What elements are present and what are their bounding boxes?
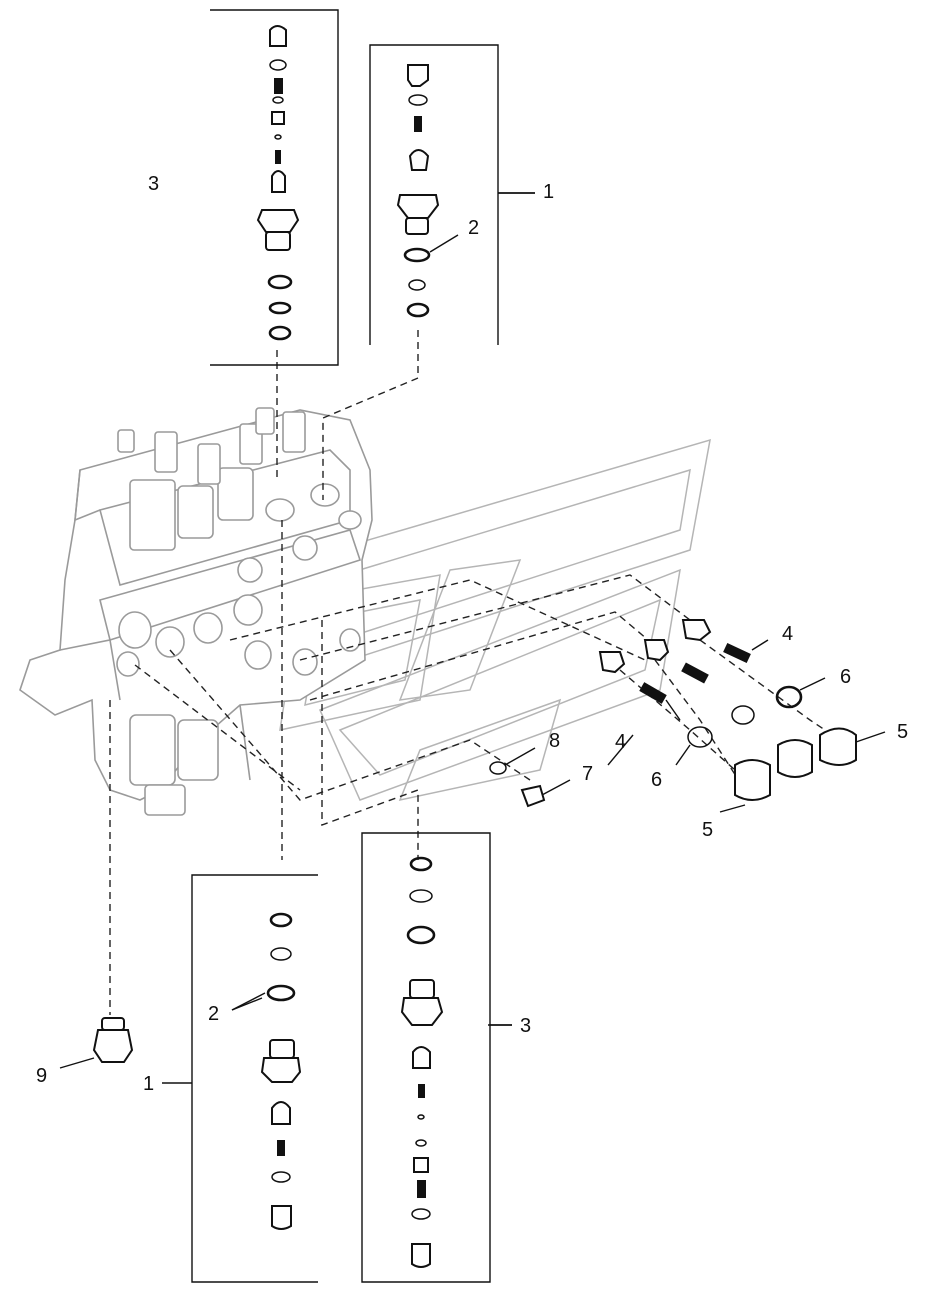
callout-3-bottom: 3 xyxy=(520,1015,531,1037)
callout-8: 8 xyxy=(549,730,560,752)
cartridge-stack-bottom-left xyxy=(162,874,318,1283)
callout-6-right: 6 xyxy=(840,666,851,688)
callout-labels: 1 2 3 4 4 5 5 6 6 7 8 3 2 1 9 xyxy=(36,173,908,1095)
plug-assemblies xyxy=(598,619,886,813)
callout-5-right: 5 xyxy=(897,721,908,743)
leader-lines xyxy=(231,192,634,1026)
cartridge-stack-top-left xyxy=(210,9,339,366)
callout-5-lower: 5 xyxy=(702,819,713,841)
callout-3-top: 3 xyxy=(148,173,159,195)
callout-6-lower: 6 xyxy=(651,769,662,791)
callout-4-lower: 4 xyxy=(615,731,626,753)
callout-9: 9 xyxy=(36,1065,47,1087)
callout-2-bottom: 2 xyxy=(208,1003,219,1025)
callout-4-upper: 4 xyxy=(782,623,793,645)
callout-1-bottom: 1 xyxy=(143,1073,154,1095)
callout-7: 7 xyxy=(582,763,593,785)
cartridge-stack-top-right xyxy=(369,44,535,345)
relief-plug-9 xyxy=(59,1017,134,1069)
small-plug-parts xyxy=(489,747,571,808)
callout-1-top: 1 xyxy=(543,181,554,203)
valve-body xyxy=(19,407,373,816)
cartridge-stack-bottom-right xyxy=(361,832,512,1283)
callout-2-top: 2 xyxy=(468,217,479,239)
